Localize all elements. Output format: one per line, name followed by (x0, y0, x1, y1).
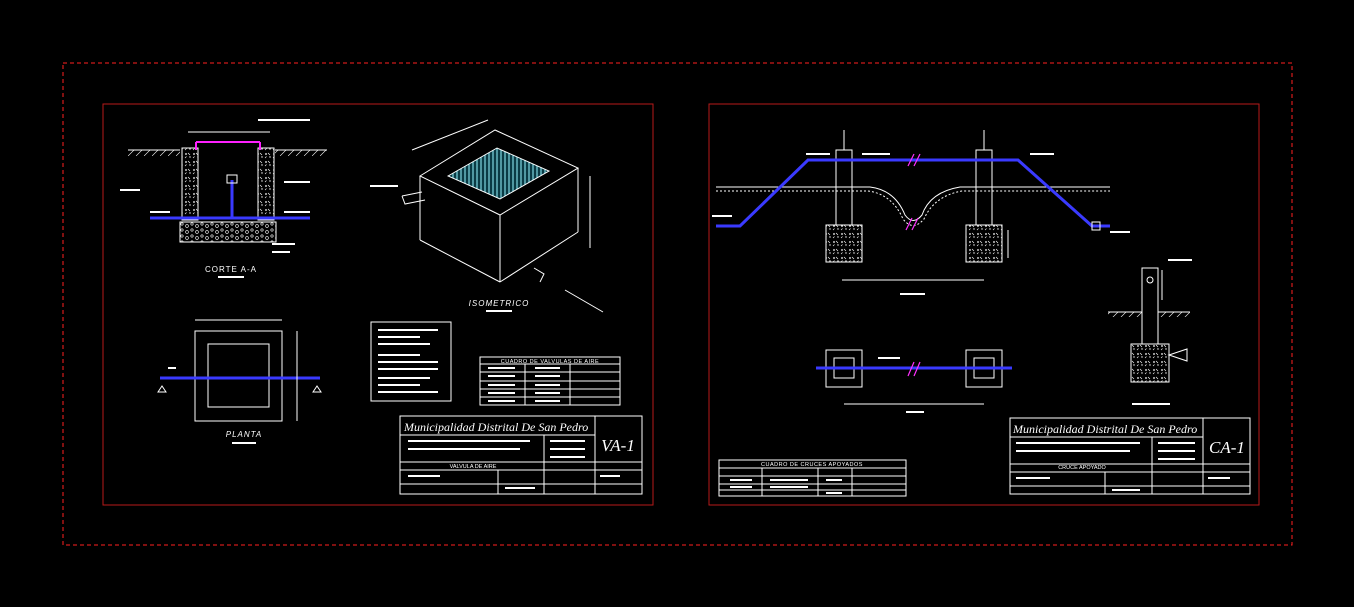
title-block-right-subject: CRUCE APOYADO (1058, 465, 1106, 471)
title-block-left (399, 415, 643, 495)
section-a-a-view (120, 119, 327, 253)
break-marks-plan (907, 361, 921, 377)
pier-detail-view (1108, 259, 1192, 405)
plan-label: PLANTA (226, 430, 263, 439)
sheet-left: CORTE A-A ISOMETRICO (102, 103, 654, 506)
sheet-left-frame (102, 103, 654, 506)
plan-view (157, 319, 322, 422)
isometric-view (370, 119, 604, 313)
supported-crossings-table-title: CUADRO DE CRUCES APOYADOS (761, 462, 863, 468)
title-block-left-entity: Municipalidad Distrital De San Pedro (403, 420, 588, 434)
sheet-right-frame (708, 103, 1260, 506)
section-a-a-label: CORTE A-A (205, 265, 257, 274)
notes-box (370, 321, 452, 402)
title-block-right (1009, 417, 1251, 495)
air-valve-table (479, 356, 621, 406)
sheet-right: CUADRO DE CRUCES APOYADOS Municipalidad … (708, 103, 1260, 506)
title-block-right-sheet-code: CA-1 (1209, 438, 1245, 457)
crossing-elevation-view (712, 130, 1130, 295)
crossing-plan-view (816, 349, 1012, 413)
isometric-label: ISOMETRICO (469, 299, 530, 308)
title-block-right-entity: Municipalidad Distrital De San Pedro (1012, 422, 1197, 436)
title-block-left-sheet-code: VA-1 (601, 436, 635, 455)
supported-crossings-table (718, 459, 907, 497)
title-block-left-subject: VALVULA DE AIRE (450, 464, 497, 470)
air-valve-table-title: CUADRO DE VALVULAS DE AIRE (501, 359, 599, 365)
break-marks-elevation (905, 153, 921, 231)
outer-drawing-border (62, 62, 1293, 546)
